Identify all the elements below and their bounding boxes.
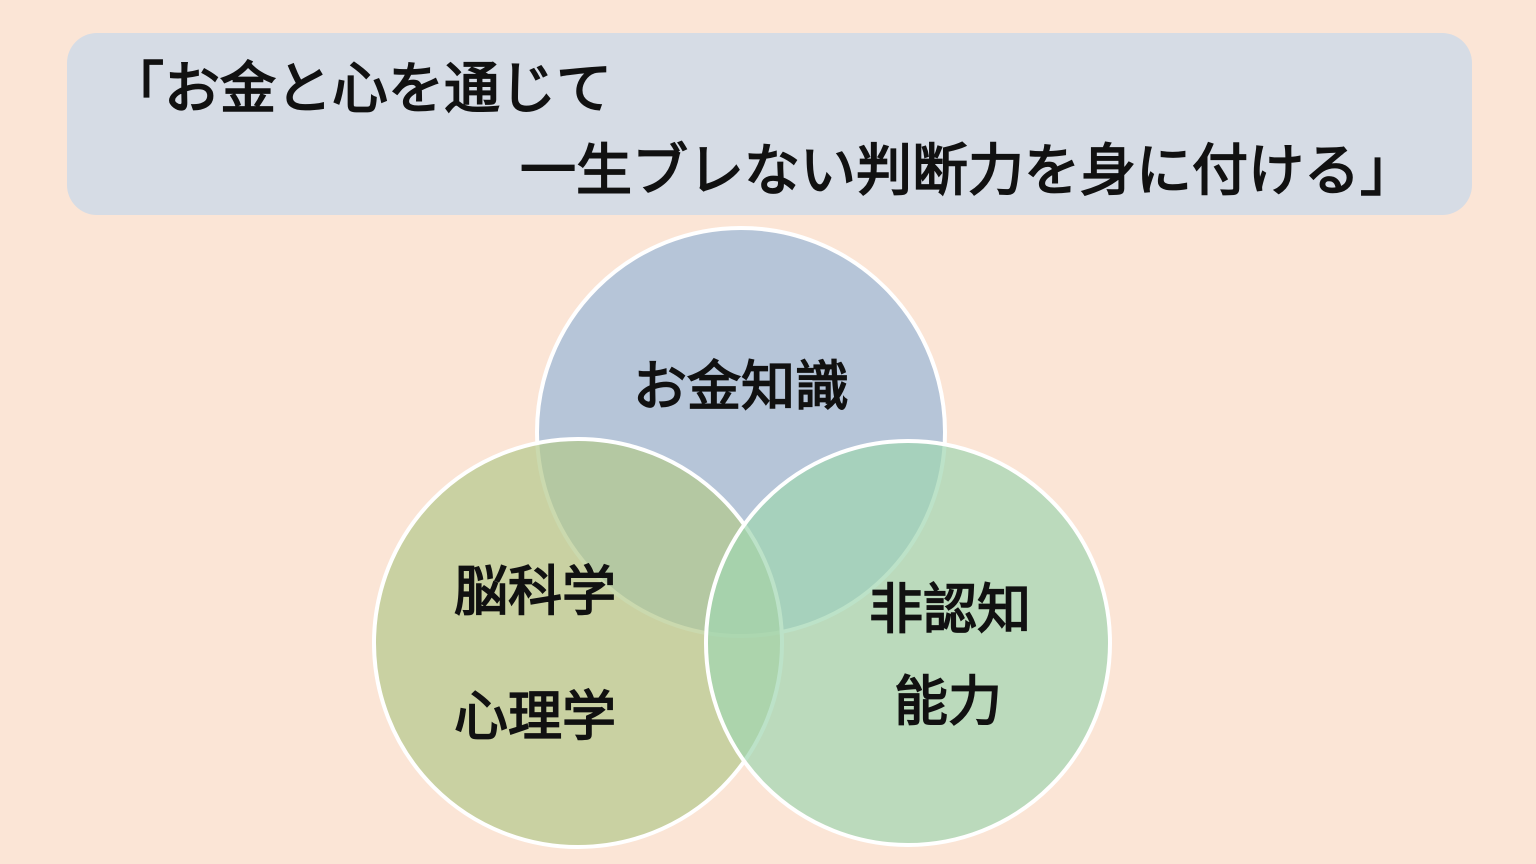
- label-noncognitive: 非認知: [869, 578, 1031, 641]
- title-line-1: 「お金と心を通じて: [108, 57, 612, 122]
- venn-circle-noncognitive-ability: [704, 439, 1112, 847]
- title-line-2: 一生ブレない判断力を身に付ける」: [520, 139, 1416, 204]
- label-neuroscience: 脳科学: [454, 560, 616, 623]
- label-money-knowledge: お金知識: [633, 355, 849, 418]
- label-psychology: 心理学: [454, 685, 616, 748]
- label-ability: 能力: [894, 670, 1002, 733]
- title-banner: [67, 33, 1472, 215]
